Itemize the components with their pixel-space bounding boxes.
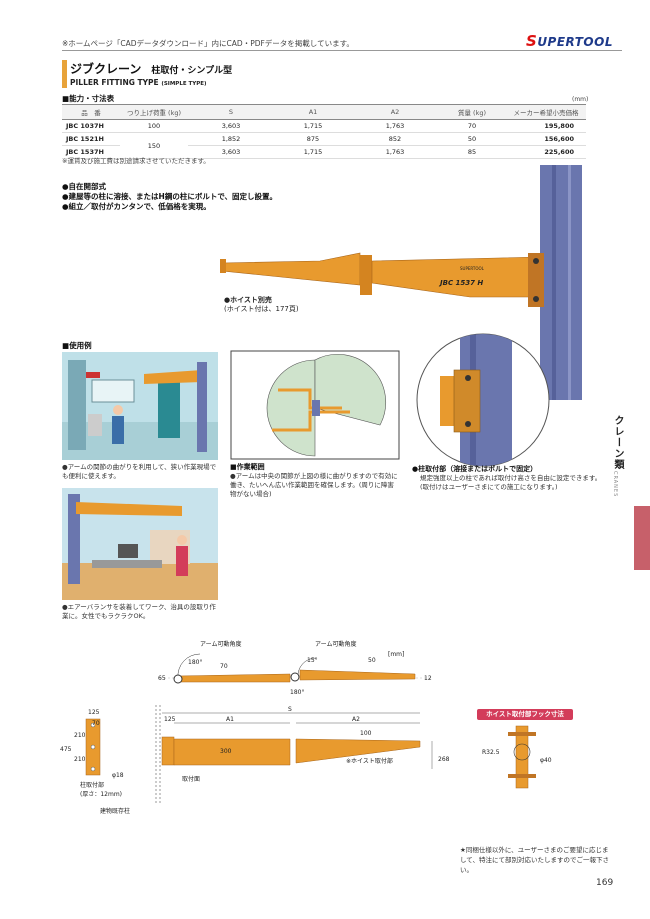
svg-text:S: S bbox=[288, 706, 292, 713]
range-area-left bbox=[266, 359, 316, 457]
title-accent-bar bbox=[62, 60, 67, 88]
arm-angle-label-2: アーム可動角度 bbox=[315, 640, 356, 648]
svg-text:15°: 15° bbox=[307, 657, 318, 664]
feature-item: ●自在開部式 bbox=[62, 182, 107, 191]
mount-face-label: 取付面 bbox=[182, 775, 200, 783]
svg-text:125: 125 bbox=[88, 709, 100, 716]
spec-section-label: ■能力・寸法表 bbox=[62, 94, 115, 103]
mounting-text: ●柱取付部（溶接またはボルトで固定） 規定強度以上の柱であれば取付け高さを自由に… bbox=[412, 465, 602, 491]
svg-text:50: 50 bbox=[368, 657, 376, 664]
svg-text:12: 12 bbox=[424, 675, 432, 682]
svg-text:268: 268 bbox=[438, 756, 450, 763]
svg-text:φ18: φ18 bbox=[112, 772, 124, 779]
spec-table: 品 番 つり上げ荷重 (kg) S A1 A2 質量 (kg) メーカー希望小売… bbox=[62, 104, 586, 159]
work-range-text: ■作業範囲 ●アームは中央の関節が上図の様に曲がりますので有効に働き、たいへん広… bbox=[230, 463, 398, 498]
arm-outer bbox=[371, 256, 541, 298]
supertool-logo: SUPERTOOL bbox=[526, 32, 613, 50]
svg-text:210: 210 bbox=[74, 732, 86, 739]
svg-text:φ40: φ40 bbox=[540, 757, 552, 764]
header-divider bbox=[62, 50, 622, 51]
svg-text:100: 100 bbox=[360, 730, 372, 737]
hoist-note: ●ホイスト別売 (ホイスト付は、177頁) bbox=[224, 296, 299, 313]
table-row: JBC 1037H 100 3,603 1,715 1,763 70 195,8… bbox=[62, 119, 586, 133]
page-title-en: PILLER FITTING TYPE (SIMPLE TYPE) bbox=[70, 78, 207, 87]
col-model: 品 番 bbox=[62, 104, 120, 120]
usage-photo-1 bbox=[62, 352, 218, 460]
col-price: メーカー希望小売価格 bbox=[506, 104, 586, 120]
table-row: JBC 1537H 3,603 1,715 1,763 85 225,600 bbox=[62, 145, 586, 159]
arm-position-1 bbox=[278, 388, 342, 410]
col-a1: A1 bbox=[274, 104, 352, 120]
col-s: S bbox=[188, 104, 274, 120]
usage-photo-2 bbox=[62, 488, 218, 600]
col-mass: 質量 (kg) bbox=[438, 104, 506, 120]
building-pillar-label: 建物既存柱 bbox=[100, 807, 130, 815]
unit-label: (mm) bbox=[572, 96, 589, 103]
svg-text:70: 70 bbox=[92, 720, 100, 727]
category-label: クレーン類 bbox=[612, 415, 623, 470]
pillar-shape bbox=[540, 165, 582, 400]
mount-bracket bbox=[528, 253, 544, 307]
svg-text:(厚さ：12mm): (厚さ：12mm) bbox=[80, 791, 122, 798]
arm-brand-text: SUPERTOOL bbox=[460, 266, 485, 271]
svg-text:125: 125 bbox=[164, 716, 176, 723]
category-label-en: CRANES bbox=[612, 471, 618, 498]
arm-position-2 bbox=[272, 410, 350, 432]
hook-detail-drawing: R32.5 φ40 bbox=[482, 725, 552, 789]
col-a2: A2 bbox=[352, 104, 438, 120]
svg-text:A1: A1 bbox=[226, 716, 234, 723]
custom-order-note: ★同梱仕様以外に、ユーザーさまのご要望に応じまして、特注にて部別対応いたしますの… bbox=[460, 846, 609, 874]
product-illustration: JBC 1537 H SUPERTOOL bbox=[220, 165, 582, 400]
arm-section-2 bbox=[295, 738, 421, 764]
arm-section-1 bbox=[173, 738, 291, 766]
usage-label: ■使用例 bbox=[62, 341, 92, 350]
arm-angle-label-1: アーム可動角度 bbox=[200, 640, 241, 648]
arm-inner bbox=[221, 252, 361, 286]
page-number: 169 bbox=[596, 878, 614, 888]
usage-caption-1: ●アームの関節の曲がりを利用して、狭い作業現場でも便利に使えます。 bbox=[62, 463, 217, 480]
mounting-detail bbox=[416, 333, 550, 467]
svg-text:475: 475 bbox=[60, 746, 72, 753]
work-range-diagram bbox=[230, 350, 400, 460]
shipping-note: ※運賃及び施工費は別途請求させていただきます。 bbox=[62, 157, 210, 165]
svg-text:65: 65 bbox=[158, 675, 166, 682]
feature-item: ●組立／取付がカンタンで、低価格を実現。 bbox=[62, 202, 211, 211]
feature-list: ●自在開部式 ●建屋等の柱に溶接、またはH鋼の柱にボルトで、固定し設置。 ●組立… bbox=[62, 182, 277, 212]
top-view-drawing: アーム可動角度 アーム可動角度 180° 70 15° 180° 50 [mm]… bbox=[158, 640, 432, 696]
table-header-row: 品 番 つり上げ荷重 (kg) S A1 A2 質量 (kg) メーカー希望小売… bbox=[62, 104, 586, 120]
usage-caption-2: ●エアーバランサを装着してワーク、治具の設取り作業に。女性でもラクラクOK。 bbox=[62, 603, 216, 620]
svg-text:180°: 180° bbox=[290, 689, 304, 696]
svg-text:180°: 180° bbox=[188, 659, 202, 666]
feature-item: ●建屋等の柱に溶接、またはH鋼の柱にボルトで、固定し設置。 bbox=[62, 192, 278, 201]
side-view-drawing: 125 70 475 210 210 φ18 柱取付部 (厚さ：12mm) 建物… bbox=[60, 705, 450, 815]
svg-text:300: 300 bbox=[220, 748, 232, 755]
page-title: ジブクレーン柱取付・シンプル型 bbox=[70, 62, 233, 76]
svg-text:R32.5: R32.5 bbox=[482, 749, 500, 756]
svg-text:A2: A2 bbox=[352, 716, 360, 723]
hook-dimension-label: ホイスト取付部フック寸法 bbox=[477, 709, 573, 720]
category-tab bbox=[634, 506, 650, 570]
hoist-mount-label: ※ホイスト取付部 bbox=[346, 757, 393, 765]
svg-text:70: 70 bbox=[220, 663, 228, 670]
col-load: つり上げ荷重 (kg) bbox=[120, 104, 188, 120]
mount-label: 柱取付部 bbox=[80, 781, 104, 789]
svg-text:[mm]: [mm] bbox=[388, 651, 404, 658]
table-row: JBC 1521H 150 1,852 875 852 50 156,600 bbox=[62, 132, 586, 159]
arm-model-text: JBC 1537 H bbox=[438, 279, 483, 287]
svg-text:210: 210 bbox=[74, 756, 86, 763]
cad-download-note: ※ホームページ「CADデータダウンロード」内にCAD・PDFデータを掲載していま… bbox=[62, 39, 354, 48]
